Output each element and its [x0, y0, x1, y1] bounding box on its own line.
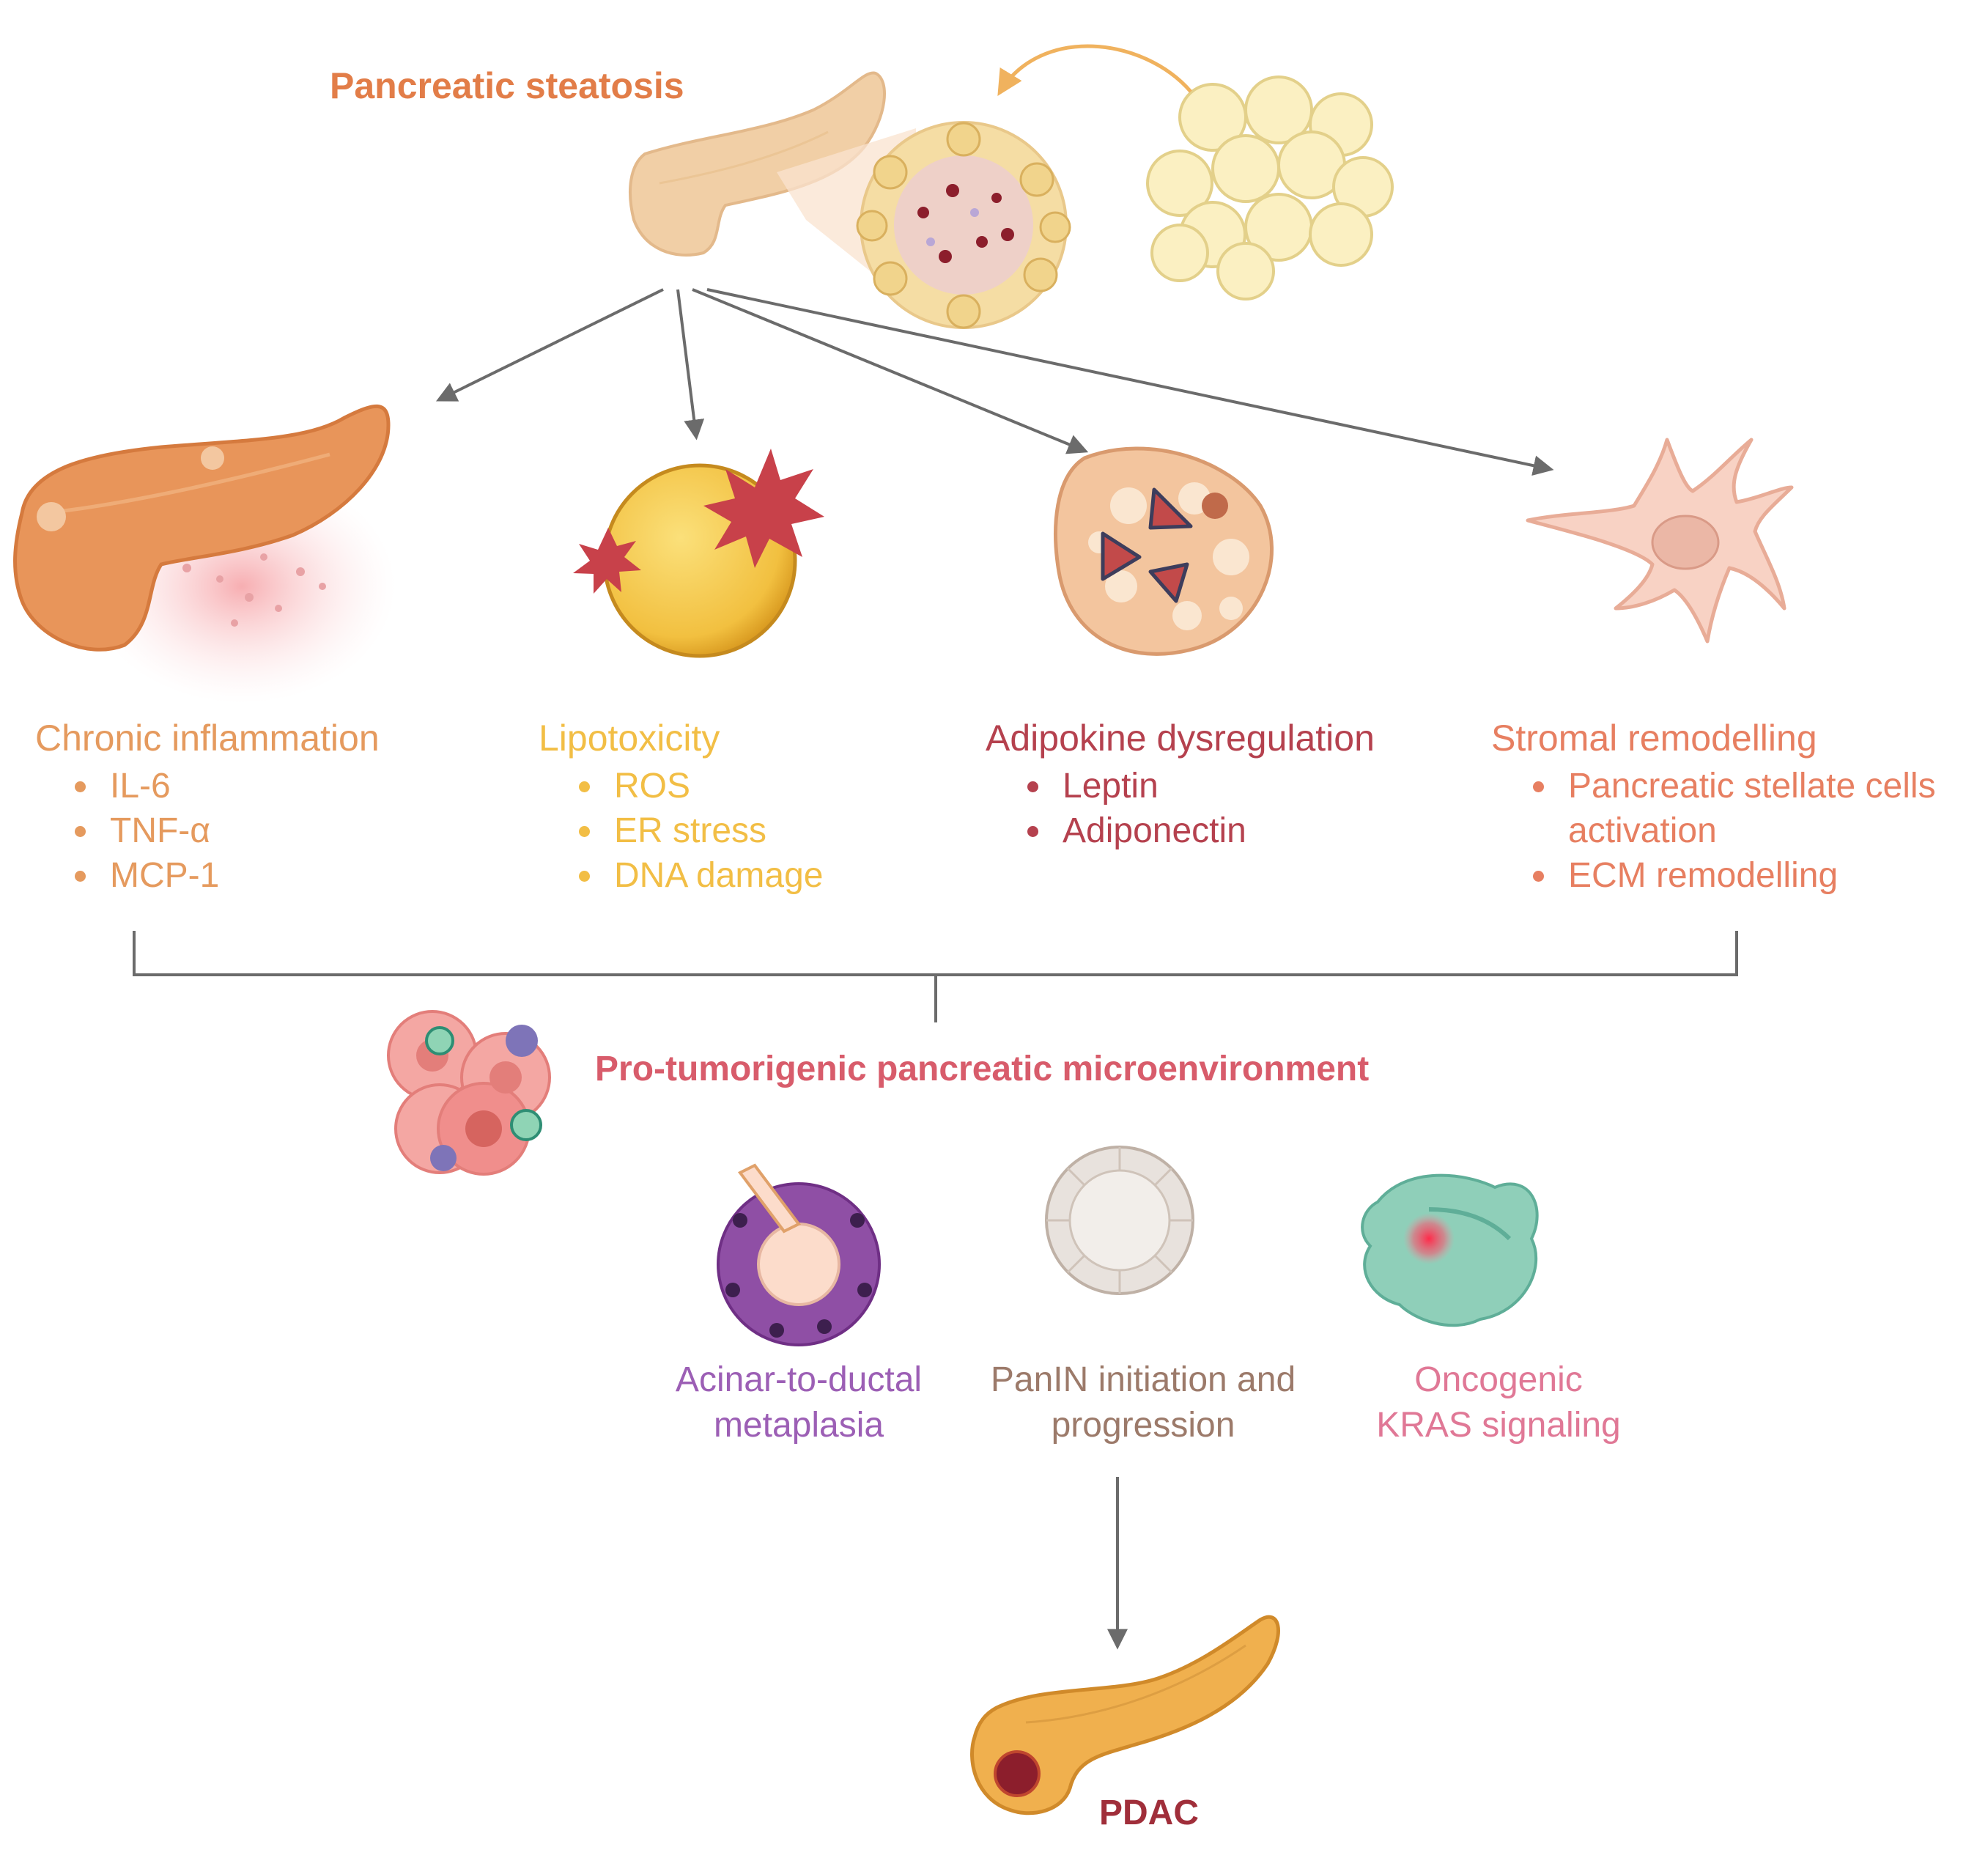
outcome-adm-label: Acinar-to-ductal metaplasia	[652, 1357, 945, 1448]
branch-list-adipokine: Leptin Adiponectin	[1024, 764, 1246, 853]
branch-list-lipotoxicity: ROS ER stress DNA damage	[576, 764, 824, 898]
list-item: TNF-α	[72, 808, 219, 853]
adipocyte-cluster-icon	[1146, 75, 1394, 301]
tumor-microenvironment-icon	[387, 1010, 551, 1176]
inflamed-pancreas-icon	[13, 404, 396, 704]
list-item: Leptin	[1024, 764, 1246, 808]
outcome-kras-line2: KRAS signaling	[1376, 1406, 1621, 1445]
branch-title-lipotoxicity: Lipotoxicity	[539, 718, 720, 759]
branch-list-inflammation: IL-6 TNF-α MCP-1	[72, 764, 219, 898]
outcome-adm-line1: Acinar-to-ductal	[675, 1360, 923, 1399]
acinar-cluster-icon	[717, 1163, 881, 1346]
list-item: ECM remodelling	[1530, 853, 1988, 898]
outcome-panin-line2: progression	[1051, 1406, 1235, 1445]
adipocyte-icon	[1054, 446, 1274, 656]
outcome-kras-label: Oncogenic KRAS signaling	[1352, 1357, 1645, 1448]
branch-title-inflammation: Chronic inflammation	[35, 718, 380, 759]
panin-duct-icon	[1045, 1146, 1194, 1295]
pdac-pancreas-icon	[970, 1615, 1280, 1815]
title-pancreatic-steatosis: Pancreatic steatosis	[330, 65, 684, 106]
list-item: IL-6	[72, 764, 219, 808]
outcome-panin-line1: PanIN initiation and	[990, 1360, 1296, 1399]
outcome-panin-label: PanIN initiation and progression	[967, 1357, 1319, 1448]
tissue-section-icon	[856, 121, 1071, 329]
list-item: ER stress	[576, 808, 824, 853]
list-item: Pancreatic stellate cells activation	[1530, 764, 1988, 853]
converging-bracket	[133, 931, 1738, 1022]
pdac-label: PDAC	[1099, 1794, 1200, 1832]
microenvironment-label: Pro-tumorigenic pancreatic microenvironm…	[595, 1050, 1370, 1088]
branch-title-adipokine: Adipokine dysregulation	[986, 718, 1375, 759]
stellate-cell-icon	[1526, 438, 1794, 644]
lipotoxic-cell-icon	[573, 449, 824, 658]
list-item: MCP-1	[72, 853, 219, 898]
branch-list-stromal: Pancreatic stellate cells activation ECM…	[1530, 764, 1988, 898]
branch-title-stromal: Stromal remodelling	[1491, 718, 1817, 759]
list-item: DNA damage	[576, 853, 824, 898]
kras-protein-icon	[1361, 1173, 1539, 1327]
outcome-kras-line1: Oncogenic	[1414, 1360, 1583, 1399]
list-item: ROS	[576, 764, 824, 808]
list-item: Adiponectin	[1024, 808, 1246, 853]
outcome-adm-line2: metaplasia	[713, 1406, 884, 1445]
branch-arrows	[435, 288, 1554, 476]
feedback-arrow	[997, 44, 1192, 96]
